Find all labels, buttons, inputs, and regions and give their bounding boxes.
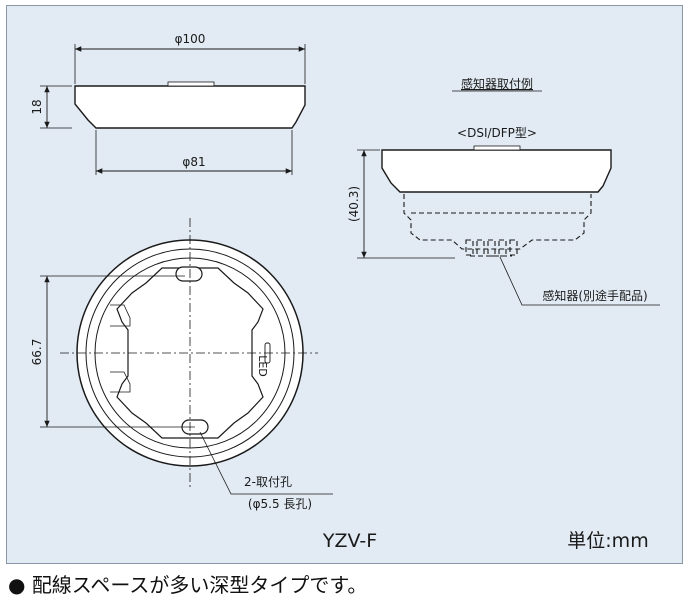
holes-note-line2: (φ5.5 長孔) — [248, 497, 312, 511]
bullet-icon: ● — [8, 573, 26, 597]
caption-text: 配線スペースが多い深型タイプです。 — [31, 573, 368, 597]
example-title: 感知器取付例 — [461, 76, 533, 91]
model-variant: <DSI/DFP型> — [457, 126, 537, 140]
bottom-width-label: φ81 — [182, 155, 205, 169]
height-label: 18 — [30, 99, 44, 114]
holes-note-line1: 2-取付孔 — [244, 475, 292, 489]
top-width-label: φ100 — [175, 32, 206, 46]
model-name: YZV-F — [322, 530, 377, 552]
side-view: φ100 φ81 18 — [30, 32, 306, 175]
mounting-slot-top — [175, 266, 203, 282]
top-view: LED 66.7 2-取付孔 (φ5.5 長孔) — [30, 218, 333, 511]
sensor-terminals — [465, 239, 518, 257]
unit-label: 単位:mm — [567, 530, 648, 552]
caption: ● 配線スペースが多い深型タイプです。 — [8, 569, 367, 598]
hole-pitch-label: 66.7 — [30, 339, 44, 366]
mounting-example: 感知器取付例 <DSI/DFP型> (40.3) 感知器(別途手配品) — [347, 76, 660, 306]
assembled-height-label: (40.3) — [347, 186, 361, 222]
led-mark: LED — [256, 355, 269, 377]
sensor-note: 感知器(別途手配品) — [542, 288, 647, 303]
